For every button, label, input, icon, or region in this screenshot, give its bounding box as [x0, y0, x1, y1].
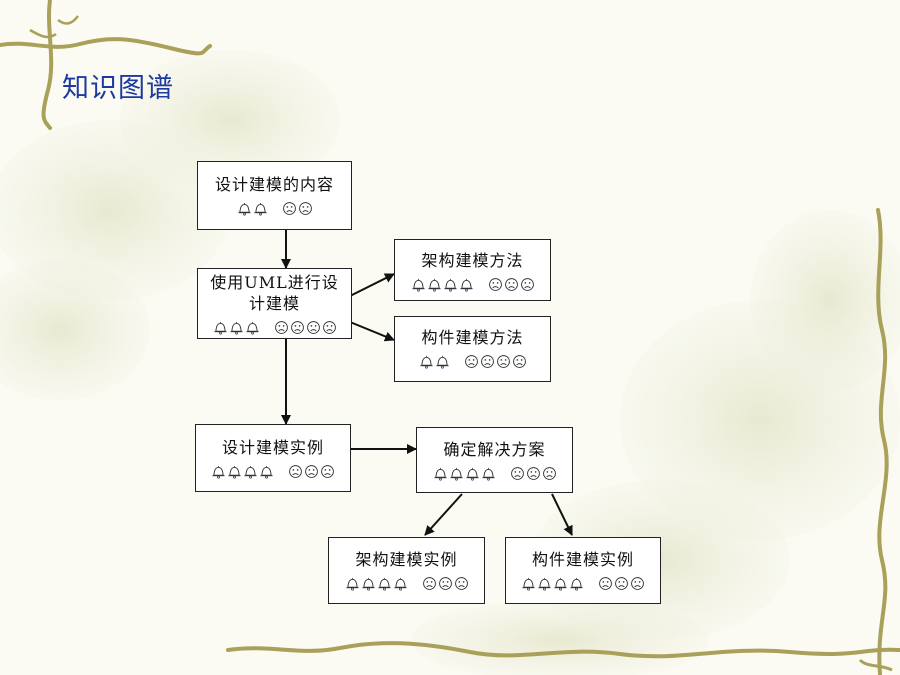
bell-icon [522, 577, 535, 591]
frown-face-icon [615, 576, 628, 590]
frown-face-icon [504, 277, 518, 291]
bell-icon [459, 278, 473, 292]
node-uml: 使用UML进行设 计建模 [197, 268, 352, 339]
frown-face-icon [496, 354, 510, 368]
node-arch-example: 架构建模实例 [328, 537, 485, 604]
node-design-example: 设计建模实例 [195, 424, 351, 492]
frown-face-icon [274, 320, 288, 334]
bell-icon [449, 467, 463, 481]
frown-face-icon [510, 466, 524, 480]
rating [196, 462, 350, 480]
bell-icon [345, 577, 359, 591]
frown-face-icon [305, 464, 318, 478]
bell-icon [245, 321, 259, 335]
bell-icon [481, 467, 495, 481]
bell-icon [427, 278, 441, 292]
frown-face-icon [631, 576, 644, 590]
frown-face-icon [480, 354, 494, 368]
bell-icon [244, 465, 257, 479]
frown-face-icon [321, 464, 334, 478]
rating [329, 574, 484, 592]
frown-face-icon [306, 320, 320, 334]
bell-icon [377, 577, 391, 591]
rating [506, 574, 660, 592]
node-content: 设计建模的内容 [197, 161, 352, 230]
frown-face-icon [526, 466, 540, 480]
frown-face-icon [464, 354, 478, 368]
frown-face-icon [488, 277, 502, 291]
bell-icon [465, 467, 479, 481]
bell-icon [228, 465, 241, 479]
bell-icon [433, 467, 447, 481]
bell-icon [361, 577, 375, 591]
node-solution: 确定解决方案 [416, 427, 573, 493]
bell-icon [538, 577, 551, 591]
node-label-line2: 计建模 [248, 294, 300, 313]
rating [198, 199, 351, 217]
node-label-line1: 使用UML进行设 [210, 273, 339, 292]
bell-icon [411, 278, 425, 292]
rating [417, 464, 572, 482]
node-label: 设计建模实例 [221, 438, 324, 457]
frown-face-icon [322, 320, 336, 334]
node-arch-method: 架构建模方法 [394, 239, 551, 301]
bell-icon [419, 355, 433, 369]
node-label: 架构建模实例 [355, 550, 458, 569]
page-title: 知识图谱 [62, 73, 174, 104]
node-comp-example: 构件建模实例 [505, 537, 661, 604]
rating [395, 352, 550, 370]
frown-face-icon [422, 576, 436, 590]
bell-icon [260, 465, 273, 479]
frown-face-icon [290, 320, 304, 334]
frown-face-icon [454, 576, 468, 590]
frown-face-icon [599, 576, 612, 590]
bell-icon [435, 355, 449, 369]
bell-icon [554, 577, 567, 591]
bell-icon [229, 321, 243, 335]
node-label: 构件建模方法 [421, 328, 524, 347]
node-label: 设计建模的内容 [214, 175, 334, 194]
frown-face-icon [512, 354, 526, 368]
node-comp-method: 构件建模方法 [394, 316, 551, 382]
bell-icon [237, 202, 251, 216]
bell-icon [570, 577, 583, 591]
node-label: 确定解决方案 [443, 440, 546, 459]
bell-icon [213, 321, 227, 335]
node-label: 架构建模方法 [421, 251, 524, 270]
bell-icon [253, 202, 267, 216]
node-label: 构件建模实例 [531, 550, 634, 569]
frown-face-icon [542, 466, 556, 480]
bell-icon [393, 577, 407, 591]
frown-face-icon [282, 201, 296, 215]
frown-face-icon [438, 576, 452, 590]
frown-face-icon [298, 201, 312, 215]
frown-face-icon [520, 277, 534, 291]
bell-icon [443, 278, 457, 292]
rating [395, 275, 550, 293]
frown-face-icon [289, 464, 302, 478]
rating [198, 318, 351, 336]
bell-icon [212, 465, 225, 479]
